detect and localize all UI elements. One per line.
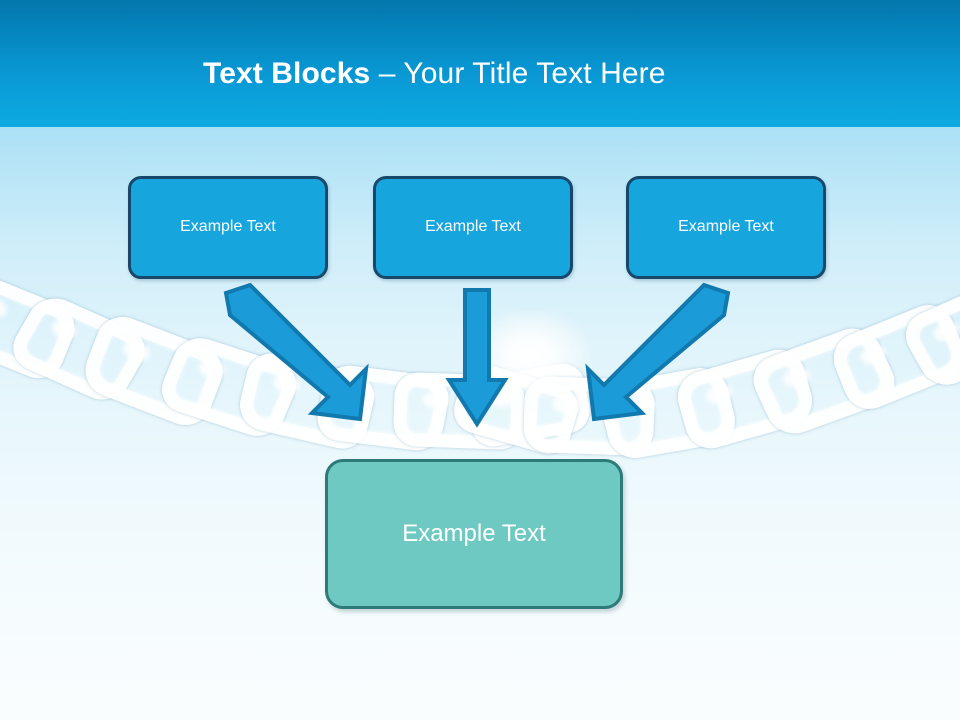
text-block-2[interactable]: Example Text	[373, 176, 573, 279]
page-title: Text Blocks – Your Title Text Here	[203, 54, 666, 94]
arrow-down-right-icon	[223, 282, 369, 422]
page-title-strong: Text Blocks	[203, 57, 371, 90]
text-block-2-label: Example Text	[425, 218, 521, 235]
text-block-1-label: Example Text	[180, 218, 276, 235]
arrow-down-left-icon	[585, 282, 731, 422]
text-block-3[interactable]: Example Text	[626, 176, 826, 279]
result-text-block[interactable]: Example Text	[325, 459, 623, 609]
text-block-3-label: Example Text	[678, 218, 774, 235]
slide-header-band	[0, 0, 960, 127]
result-text-block-label: Example Text	[402, 520, 546, 547]
page-title-rest: – Your Title Text Here	[370, 57, 666, 90]
arrow-down-icon	[445, 288, 509, 428]
text-block-1[interactable]: Example Text	[128, 176, 328, 279]
